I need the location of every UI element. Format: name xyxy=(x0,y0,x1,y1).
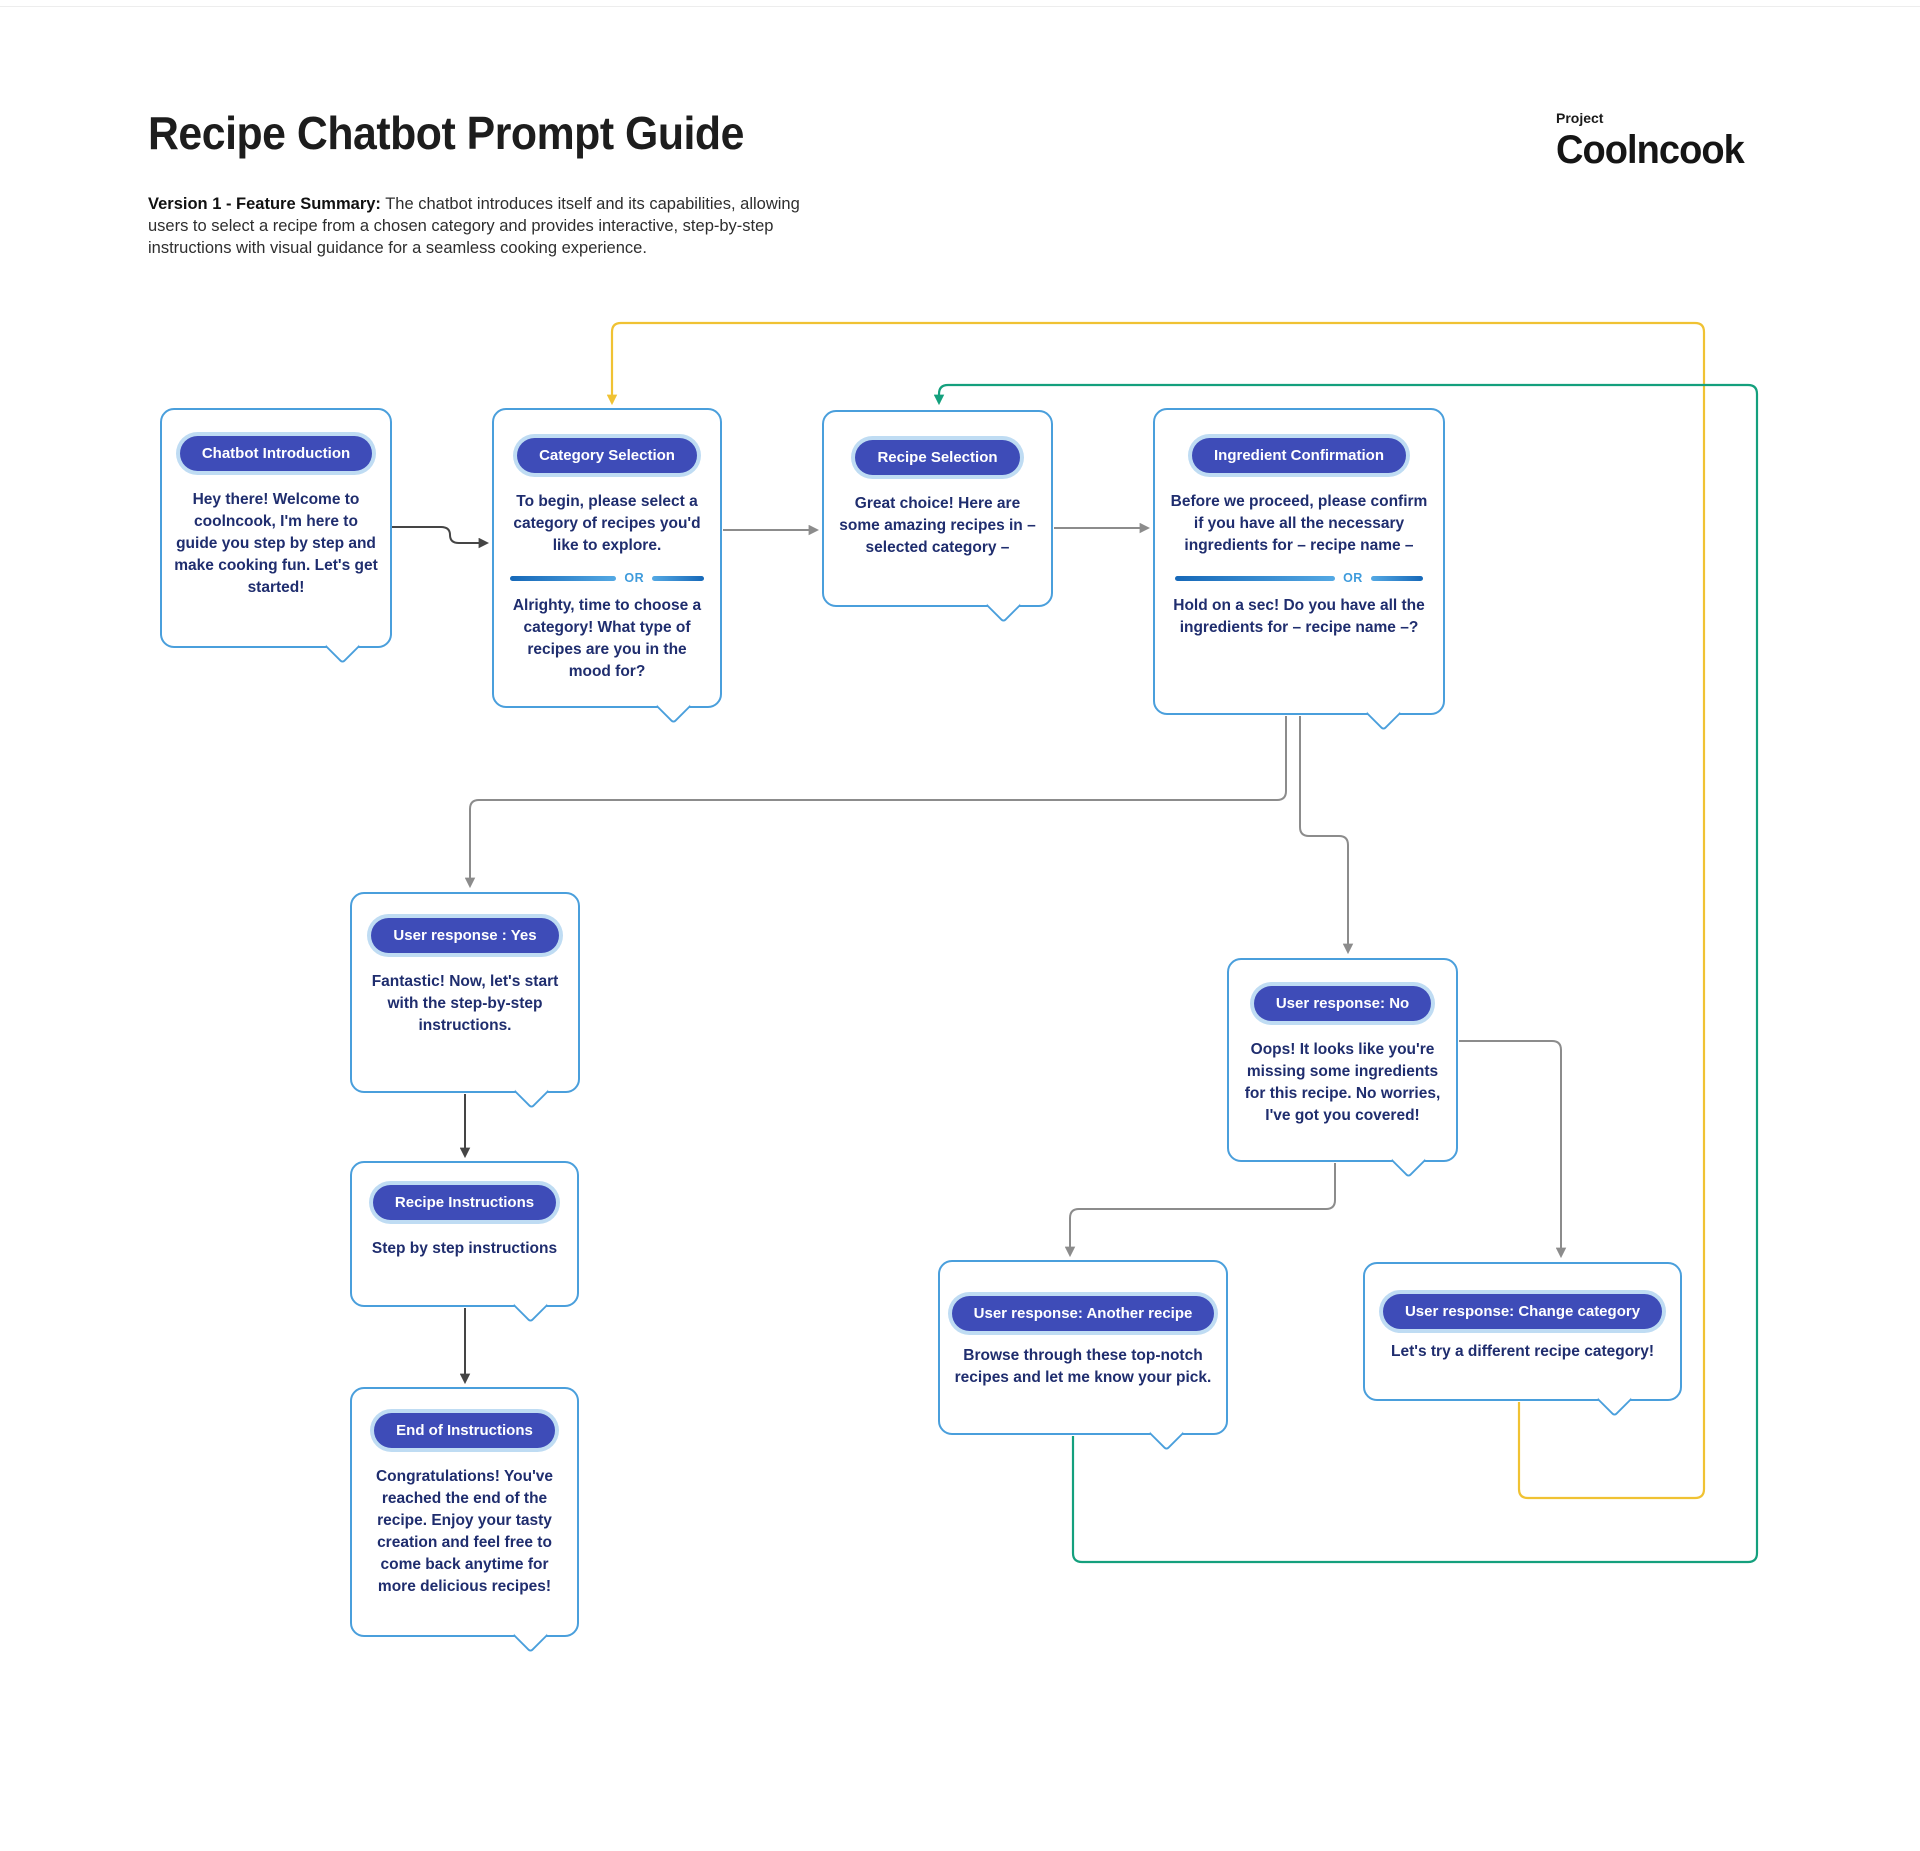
node-end-of-instructions: End of Instructions Congratulations! You… xyxy=(350,1387,579,1654)
node-title: Recipe Instructions xyxy=(394,1194,535,1211)
node-title-pill: Category Selection xyxy=(517,438,697,473)
node-body: Step by step instructions xyxy=(371,1240,558,1257)
or-divider-line xyxy=(1370,575,1423,581)
node-body: Oops! It looks like you're missing some … xyxy=(1244,1041,1441,1124)
or-divider-line xyxy=(1175,575,1336,581)
node-ingredient-confirmation: Ingredient Confirmation Before we procee… xyxy=(1153,408,1445,732)
node-user-response-no: User response: No Oops! It looks like yo… xyxy=(1227,958,1458,1179)
node-title-pill: User response: No xyxy=(1253,986,1432,1021)
or-divider-line xyxy=(652,575,705,581)
node-title-pill: End of Instructions xyxy=(374,1413,555,1448)
or-divider-label: OR xyxy=(624,571,645,585)
or-divider-line xyxy=(509,575,617,581)
or-divider-label: OR xyxy=(1343,571,1363,585)
node-body: Congratulations! You've reached the end … xyxy=(375,1468,554,1595)
or-divider: OR xyxy=(509,571,705,585)
node-recipe-instructions: Recipe Instructions Step by step instruc… xyxy=(350,1161,579,1324)
brand-project-label: Project xyxy=(1556,110,1604,126)
node-body: Let's try a different recipe category! xyxy=(1391,1343,1654,1360)
node-title: User response: Change category xyxy=(1404,1303,1641,1320)
wire-no-to-another xyxy=(1064,1163,1336,1258)
page-title: Recipe Chatbot Prompt Guide xyxy=(148,107,744,159)
node-body-primary: To begin, please select a category of re… xyxy=(513,493,701,554)
node-title-pill: User response: Change category xyxy=(1382,1294,1663,1329)
wire-ingredient-to-yes xyxy=(464,716,1287,889)
node-title-pill: User response : Yes xyxy=(371,918,559,953)
node-title: Category Selection xyxy=(539,447,675,464)
node-user-response-yes: User response : Yes Fantastic! Now, let'… xyxy=(350,892,580,1110)
node-recipe-selection: Recipe Selection Great choice! Here are … xyxy=(822,410,1053,624)
brand-name: Coolncook xyxy=(1556,128,1745,172)
wire-change-to-category xyxy=(606,321,1706,1500)
node-title-pill: Chatbot Introduction xyxy=(179,436,373,471)
feature-summary-label: Version 1 - Feature Summary: xyxy=(148,195,381,213)
node-title: Ingredient Confirmation xyxy=(1214,447,1384,464)
wire-another-to-recipe xyxy=(933,383,1759,1564)
node-user-response-change-category: User response: Change category Let's try… xyxy=(1363,1262,1682,1418)
node-body-alternate: Alrighty, time to choose a category! Wha… xyxy=(512,597,702,680)
node-title-pill: User response: Another recipe xyxy=(951,1296,1215,1331)
node-title-pill: Recipe Selection xyxy=(855,440,1020,475)
node-body-primary: Before we proceed, please confirm if you… xyxy=(1170,493,1428,554)
feature-summary: Version 1 - Feature Summary: The chatbot… xyxy=(148,194,808,260)
node-title-pill: Recipe Instructions xyxy=(372,1185,557,1220)
node-category-selection: Category Selection To begin, please sele… xyxy=(492,408,722,725)
node-title: User response: No xyxy=(1275,995,1410,1012)
node-body: Great choice! Here are some amazing reci… xyxy=(839,495,1036,556)
node-body-alternate: Hold on a sec! Do you have all the ingre… xyxy=(1173,597,1425,636)
node-title-pill: Ingredient Confirmation xyxy=(1192,438,1406,473)
wire-intro-to-category xyxy=(392,526,490,549)
node-title: User response : Yes xyxy=(393,927,537,944)
node-body: Fantastic! Now, let's start with the ste… xyxy=(371,973,559,1034)
node-title: User response: Another recipe xyxy=(973,1305,1193,1322)
or-divider: OR xyxy=(1175,571,1423,585)
top-hairline xyxy=(0,6,1920,7)
wire-no-to-change xyxy=(1459,1040,1567,1259)
node-title: Recipe Selection xyxy=(877,449,998,466)
brand-block: Project Coolncook xyxy=(1556,110,1754,173)
node-body: Hey there! Welcome to coolncook, I'm her… xyxy=(174,491,378,596)
feature-summary-text: The chatbot introduces itself and its ca… xyxy=(148,195,800,257)
wire-ingredient-to-no xyxy=(1299,716,1354,955)
node-title: End of Instructions xyxy=(396,1422,533,1439)
node-body: Browse through these top-notch recipes a… xyxy=(954,1347,1212,1386)
node-chatbot-introduction: Chatbot Introduction Hey there! Welcome … xyxy=(160,408,392,665)
node-title: Chatbot Introduction xyxy=(201,445,351,462)
node-user-response-another-recipe: User response: Another recipe Browse thr… xyxy=(938,1260,1228,1452)
